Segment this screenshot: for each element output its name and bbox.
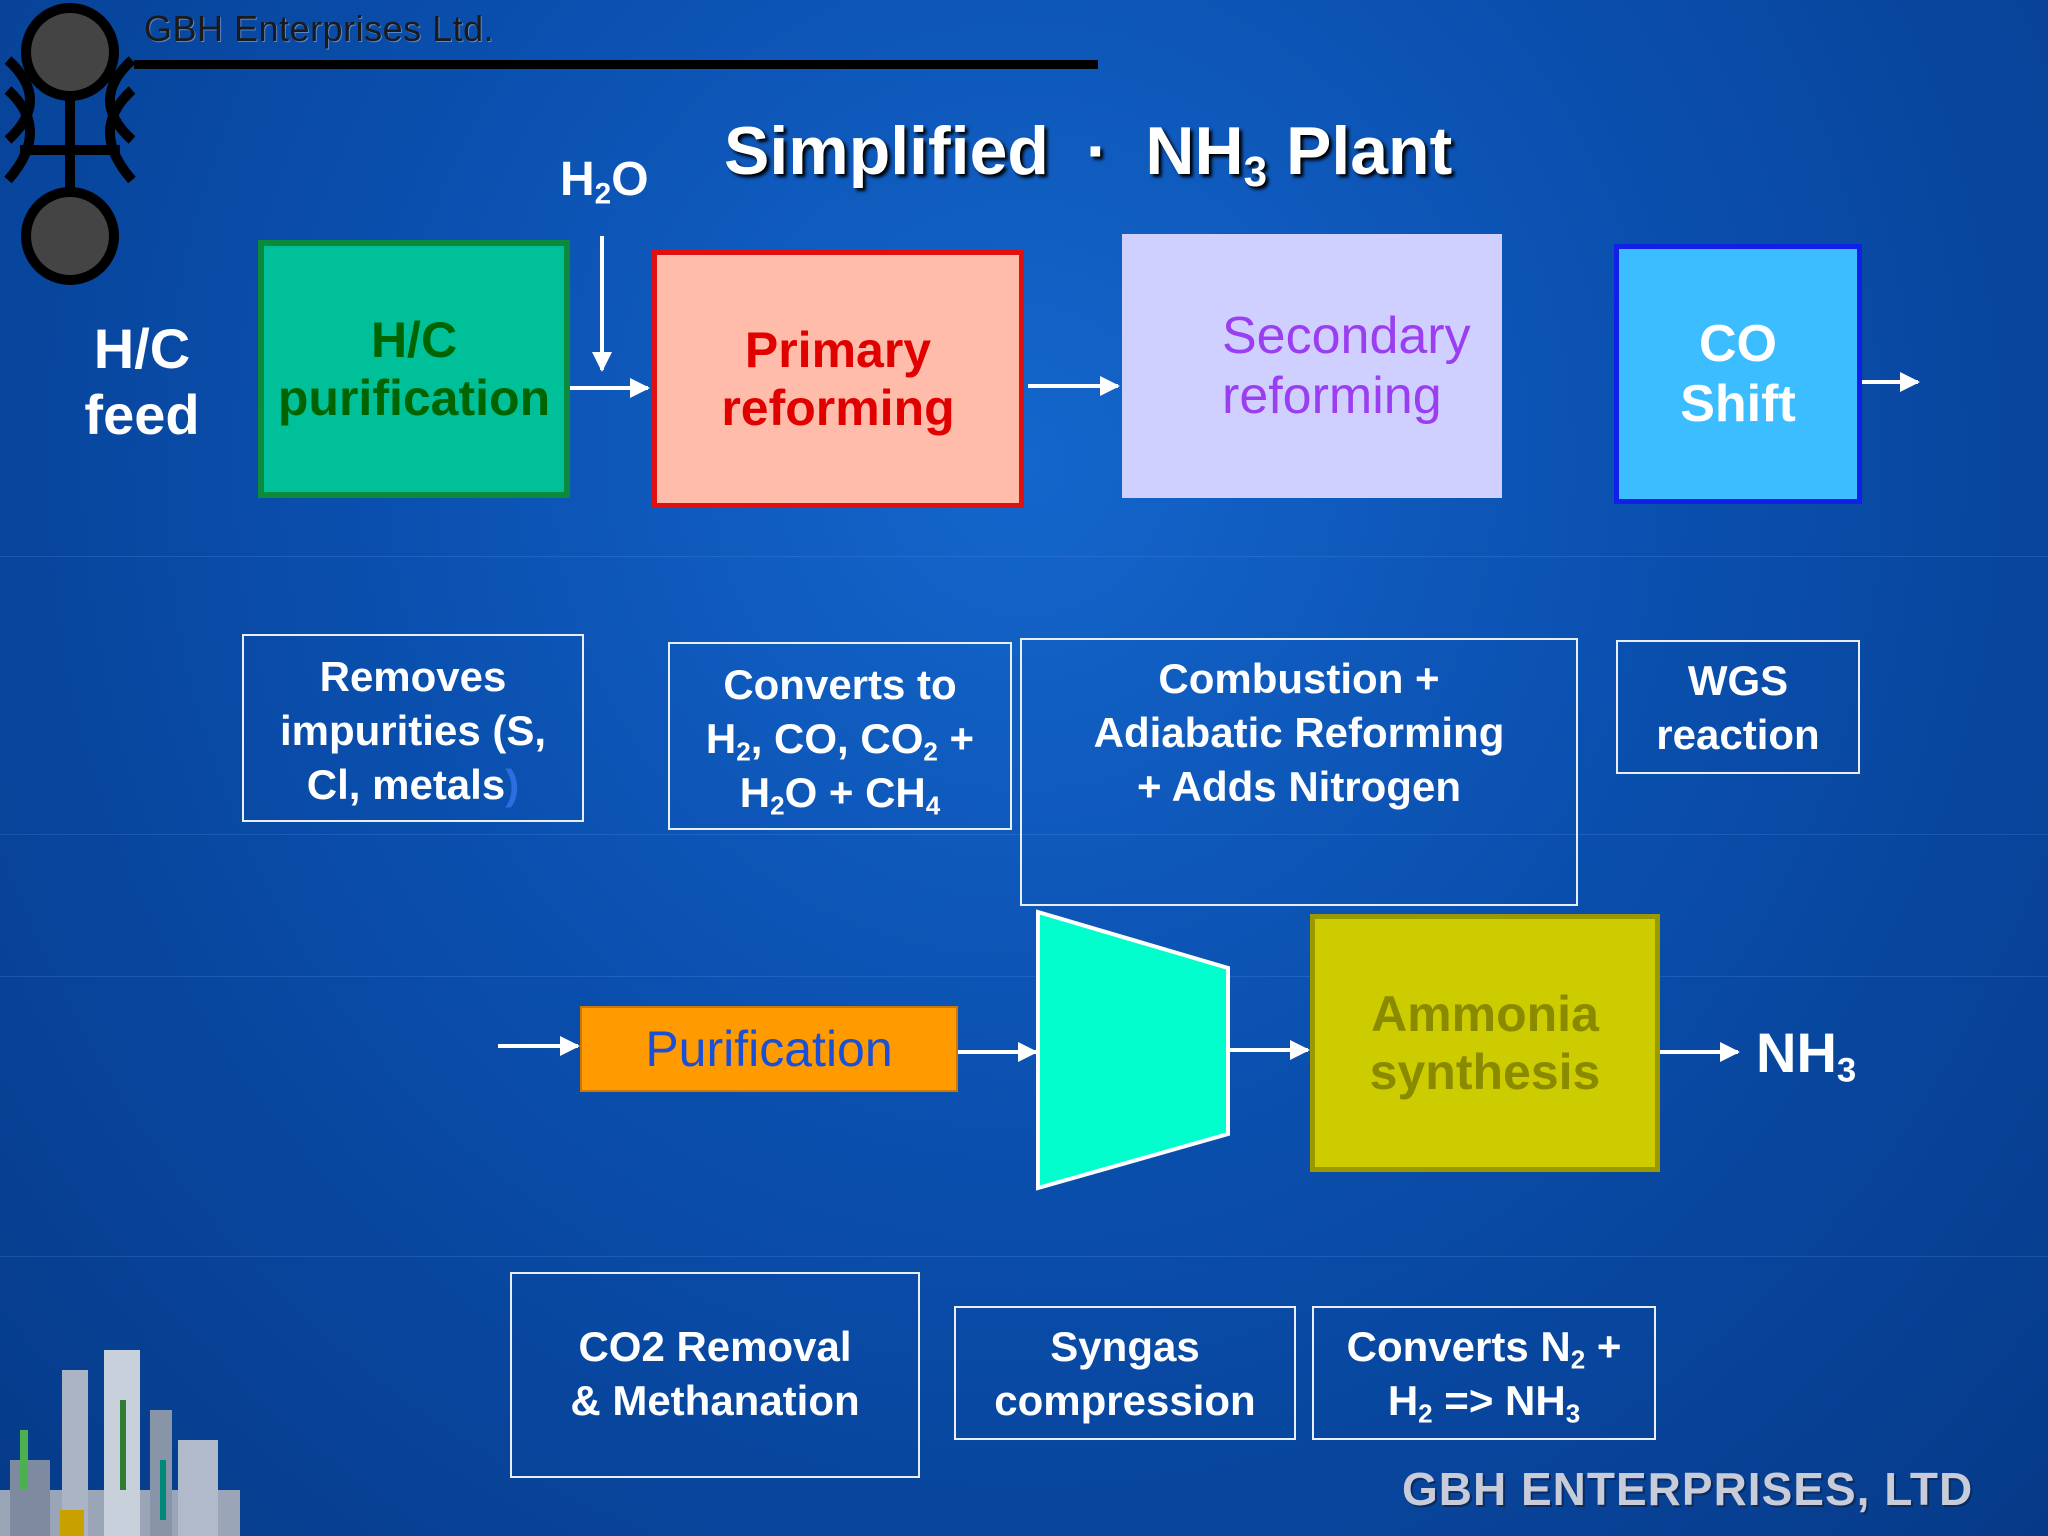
unit-label-line: Primary [744, 322, 932, 378]
background-grid-line [0, 556, 2048, 557]
unit-label-line: reforming [721, 380, 955, 436]
header-divider [134, 60, 1098, 69]
unit-label-line: CO [1699, 314, 1777, 373]
desc-sub: 2 [923, 736, 938, 767]
desc-fragment: + [937, 715, 975, 762]
desc-sub: 2 [1418, 1398, 1433, 1429]
desc-sub: 2 [1570, 1344, 1586, 1375]
description-line: Syngas [1050, 1323, 1200, 1370]
primary-reforming-unit: Primary reforming [652, 250, 1024, 508]
ammonia-description: Converts N2 + H2 => NH3 [1312, 1306, 1656, 1440]
background-grid-line [0, 976, 2048, 977]
unit-label-line: purification [277, 370, 551, 426]
title-chem-sub: 3 [1243, 147, 1268, 195]
nh3-sub: 3 [1836, 1051, 1857, 1090]
title-chem: NH [1145, 113, 1244, 189]
feed-label: H/C feed [72, 316, 212, 448]
hc-description: Removes impurities (S, Cl, metals) [242, 634, 584, 822]
desc-fragment: O + CH [784, 769, 926, 816]
description-line: Converts N2 + [1314, 1320, 1654, 1374]
primary-description: Converts to H2, CO, CO2 + H2O + CH4 [668, 642, 1012, 830]
water-o: O [611, 153, 649, 206]
description-line: H2 => NH3 [1314, 1374, 1654, 1428]
purification-unit: Purification [580, 1006, 958, 1092]
description-line: impurities (S, [279, 707, 547, 754]
description-line: WGS [1687, 657, 1789, 704]
desc-fragment: H [739, 769, 771, 816]
nh3-output-label: NH3 [1756, 1020, 1856, 1088]
co-shift-unit: CO Shift [1614, 244, 1862, 504]
unit-label-line: Ammonia [1371, 986, 1599, 1042]
description-line: Converts to [723, 661, 957, 708]
unit-label-line: synthesis [1369, 1044, 1601, 1100]
description-paren: ) [505, 761, 520, 808]
syngas-description: Syngas compression [954, 1306, 1296, 1440]
hc-purification-unit: H/C purification [258, 240, 570, 498]
unit-label-line: H/C [370, 312, 458, 368]
description-line: Removes [319, 653, 507, 700]
description-line: & Methanation [570, 1377, 860, 1424]
desc-sub: 2 [736, 736, 751, 767]
title-prefix: Simplified [724, 113, 1049, 189]
water-label: H2O [560, 152, 649, 211]
secondary-reforming-unit: Secondary reforming [1122, 234, 1502, 498]
slide-title: Simplified · NH3 Plant [724, 112, 1453, 192]
desc-fragment: Converts N [1346, 1323, 1571, 1370]
desc-fragment: H [1387, 1377, 1419, 1424]
desc-fragment: => NH [1432, 1377, 1566, 1424]
description-line: compression [994, 1377, 1256, 1424]
background-grid-line [0, 1256, 2048, 1257]
desc-fragment: H [705, 715, 737, 762]
description-line: H2, CO, CO2 + [670, 712, 1010, 766]
unit-label-line: reforming [1222, 367, 1442, 425]
company-name: GBH Enterprises Ltd. [144, 8, 495, 49]
unit-label-line: Secondary [1222, 306, 1471, 365]
plant-illustration-icon [0, 1350, 240, 1536]
company-logo-icon [4, 3, 136, 285]
description-line: reaction [1656, 711, 1820, 758]
description-line: Adiabatic Reforming [1093, 709, 1505, 756]
description-line: + Adds Nitrogen [1137, 763, 1461, 810]
nh3-main: NH [1756, 1021, 1837, 1084]
desc-fragment: , CO, CO [750, 715, 924, 762]
description-line: Cl, metals [306, 761, 506, 808]
footer-company-name: GBH ENTERPRISES, LTD [1402, 1463, 1974, 1515]
background-grid-line [0, 834, 2048, 835]
secondary-description: Combustion + Adiabatic Reforming + Adds … [1020, 638, 1578, 906]
description-line: H2O + CH4 [670, 766, 1010, 820]
description-line: Combustion + [1158, 655, 1440, 702]
desc-sub: 4 [925, 790, 941, 821]
shift-description: WGS reaction [1616, 640, 1860, 774]
water-h: H [560, 153, 595, 206]
desc-fragment: + [1585, 1323, 1622, 1370]
co2-removal-description: CO2 Removal & Methanation [510, 1272, 920, 1478]
feed-line-2: feed [84, 383, 200, 446]
title-suffix: Plant [1267, 113, 1453, 189]
title-separator: · [1085, 113, 1109, 189]
description-line: CO2 Removal [578, 1323, 852, 1370]
unit-label-line: Shift [1680, 375, 1796, 433]
water-sub: 2 [594, 177, 612, 211]
compressor-shape [1036, 909, 1230, 1191]
ammonia-synthesis-unit: Ammonia synthesis [1310, 914, 1660, 1172]
desc-sub: 2 [770, 790, 785, 821]
desc-sub: 3 [1565, 1398, 1581, 1429]
feed-line-1: H/C [93, 317, 191, 380]
